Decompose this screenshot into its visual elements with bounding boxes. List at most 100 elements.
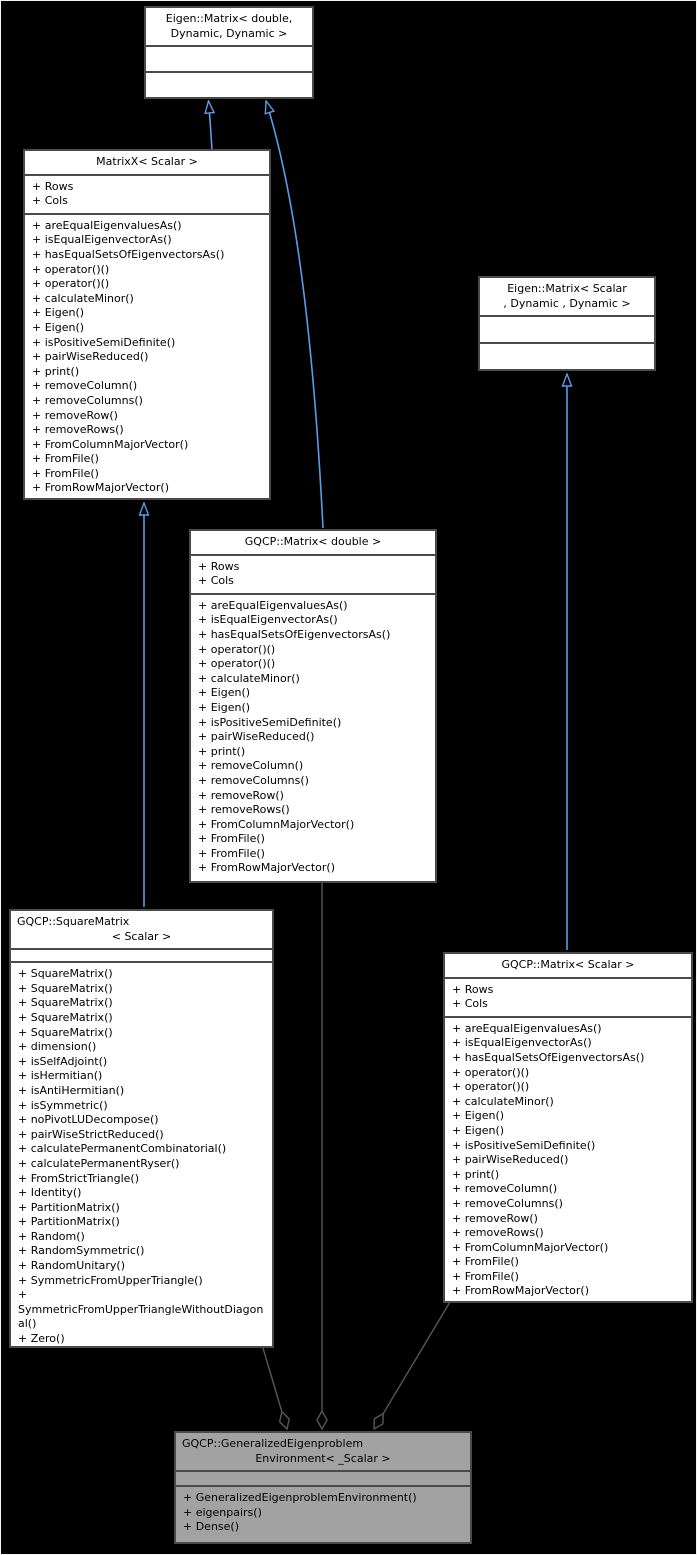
method-line: + FromFile() xyxy=(452,1255,519,1269)
class-node-gqcp-squarematrix-scalar[interactable]: GQCP::SquareMatrix< Scalar > + SquareMat… xyxy=(9,909,274,1348)
method-line: + isPositiveSemiDefinite() xyxy=(32,335,176,349)
method-line: + removeRow() xyxy=(198,788,284,802)
attribute-line: + Cols xyxy=(198,574,234,588)
class-methods: + areEqualEigenvaluesAs()+ isEqualEigenv… xyxy=(25,212,269,500)
method-line: + SquareMatrix() xyxy=(18,967,113,981)
class-title: MatrixX< Scalar > xyxy=(25,151,269,174)
inheritance-arrow-gqcp-double-to-eigen-double xyxy=(266,101,324,529)
method-line: + PartitionMatrix() xyxy=(18,1215,120,1229)
method-line: + pairWiseReduced() xyxy=(452,1153,569,1167)
class-attributes xyxy=(146,45,312,71)
class-attributes xyxy=(11,948,272,961)
method-line: + isHermitian() xyxy=(18,1069,103,1083)
method-line: + SquareMatrix() xyxy=(18,996,113,1010)
method-line: + hasEqualSetsOfEigenvectorsAs() xyxy=(452,1050,645,1064)
method-line: + operator()() xyxy=(32,277,110,291)
method-line: + SquareMatrix() xyxy=(18,981,113,995)
method-line: + areEqualEigenvaluesAs() xyxy=(198,598,348,612)
method-line: + RandomUnitary() xyxy=(18,1259,126,1273)
method-line: + removeRows() xyxy=(32,423,124,437)
method-line: + GeneralizedEigenproblemEnvironment() xyxy=(183,1491,417,1505)
method-line: + FromStrictTriangle() xyxy=(18,1171,139,1185)
class-node-eigen-matrix-scalar[interactable]: Eigen::Matrix< Scalar, Dynamic , Dynamic… xyxy=(478,276,656,371)
class-title-line: GQCP::SquareMatrix xyxy=(17,915,130,928)
method-line: + FromFile() xyxy=(32,466,99,480)
method-line: + pairWiseStrictReduced() xyxy=(18,1127,164,1141)
method-line: + FromColumnMajorVector() xyxy=(198,817,355,831)
class-methods: + SquareMatrix()+ SquareMatrix()+ Square… xyxy=(11,961,272,1350)
class-title-line: GQCP::Matrix< double > xyxy=(244,535,382,548)
method-line: + removeColumn() xyxy=(452,1182,558,1196)
class-title-line: < Scalar > xyxy=(111,929,172,943)
method-line: + FromFile() xyxy=(32,452,99,466)
method-line: + FromFile() xyxy=(198,832,265,846)
class-node-gqcp-matrix-scalar[interactable]: GQCP::Matrix< Scalar > + Rows+ Cols + ar… xyxy=(443,952,693,1303)
class-node-eigen-matrix-double[interactable]: Eigen::Matrix< double,Dynamic, Dynamic > xyxy=(144,6,314,99)
method-line: + operator()() xyxy=(452,1065,530,1079)
method-line: + removeColumns() xyxy=(198,773,309,787)
class-methods: + areEqualEigenvaluesAs()+ isEqualEigenv… xyxy=(445,1015,691,1303)
class-methods xyxy=(146,71,312,97)
class-title-line: GQCP::GeneralizedEigenproblem xyxy=(182,1437,364,1450)
method-line: + Eigen() xyxy=(32,320,85,334)
class-attributes: + Rows+ Cols xyxy=(191,553,435,593)
class-attributes: + Rows+ Cols xyxy=(445,976,691,1016)
class-methods: + areEqualEigenvaluesAs()+ isEqualEigenv… xyxy=(191,592,435,881)
method-line: + hasEqualSetsOfEigenvectorsAs() xyxy=(198,627,391,641)
method-line: + isSymmetric() xyxy=(18,1098,108,1112)
class-title: Eigen::Matrix< double,Dynamic, Dynamic > xyxy=(146,8,312,45)
method-line: + Dense() xyxy=(183,1520,240,1534)
method-line: + eigenpairs() xyxy=(183,1505,262,1519)
method-line: + removeColumns() xyxy=(32,393,143,407)
method-line: + print() xyxy=(198,744,246,758)
method-line: + removeRows() xyxy=(198,803,290,817)
aggregation-line-squarematrix-to-environment xyxy=(262,1347,287,1429)
method-line: + isPositiveSemiDefinite() xyxy=(452,1138,596,1152)
method-line: + removeRow() xyxy=(452,1211,538,1225)
attribute-line: + Rows xyxy=(198,559,240,573)
attribute-line: + Rows xyxy=(452,982,494,996)
method-line: + operator()() xyxy=(198,657,276,671)
method-line: + Random() xyxy=(18,1229,85,1243)
method-line: + calculatePermanentRyser() xyxy=(18,1156,180,1170)
method-line: + FromRowMajorVector() xyxy=(452,1284,590,1298)
class-node-gqcp-matrix-double[interactable]: GQCP::Matrix< double > + Rows+ Cols + ar… xyxy=(189,529,437,883)
class-node-matrixx-scalar[interactable]: MatrixX< Scalar > + Rows+ Cols + areEqua… xyxy=(23,149,271,500)
method-line: + FromFile() xyxy=(452,1269,519,1283)
method-line: + isEqualEigenvectorAs() xyxy=(198,613,338,627)
aggregation-line-gqcp-scalar-to-environment xyxy=(374,1301,451,1429)
inheritance-arrow-matrixx-to-eigen-double xyxy=(209,101,213,151)
method-line: + Eigen() xyxy=(32,306,85,320)
method-line: + isAntiHermitian() xyxy=(18,1083,125,1097)
method-line: + operator()() xyxy=(452,1080,530,1094)
method-line: + PartitionMatrix() xyxy=(18,1200,120,1214)
attribute-line: + Cols xyxy=(32,194,68,208)
method-line: + removeColumn() xyxy=(32,379,138,393)
method-line: + removeRows() xyxy=(452,1226,544,1240)
class-attributes xyxy=(176,1470,470,1485)
method-line: + operator()() xyxy=(32,262,110,276)
class-title: Eigen::Matrix< Scalar, Dynamic , Dynamic… xyxy=(480,278,654,315)
class-title-line: Eigen::Matrix< double, xyxy=(165,12,293,25)
method-line: + Identity() xyxy=(18,1186,82,1200)
method-line: + SymmetricFromUpperTriangle() xyxy=(18,1273,203,1287)
class-attributes xyxy=(480,315,654,342)
method-line: + Eigen() xyxy=(452,1123,505,1137)
method-line: + Zero() xyxy=(18,1332,65,1346)
method-line: + isEqualEigenvectorAs() xyxy=(32,233,172,247)
class-title-line: MatrixX< Scalar > xyxy=(96,155,198,168)
method-line: + calculateMinor() xyxy=(32,291,134,305)
class-title-line: Environment< _Scalar > xyxy=(255,1451,391,1465)
method-line: + Eigen() xyxy=(198,700,251,714)
class-attributes: + Rows+ Cols xyxy=(25,173,269,213)
class-methods: + GeneralizedEigenproblemEnvironment()+ … xyxy=(176,1485,470,1542)
method-line: + isSelfAdjoint() xyxy=(18,1054,108,1068)
class-title: GQCP::SquareMatrix< Scalar > xyxy=(11,911,272,948)
method-line: + areEqualEigenvaluesAs() xyxy=(452,1021,602,1035)
attribute-line: + Rows xyxy=(32,179,74,193)
method-line: + calculateMinor() xyxy=(198,671,300,685)
method-line: + SymmetricFromUpperTriangleWithoutDiago… xyxy=(18,1288,264,1331)
method-line: + areEqualEigenvaluesAs() xyxy=(32,218,182,232)
